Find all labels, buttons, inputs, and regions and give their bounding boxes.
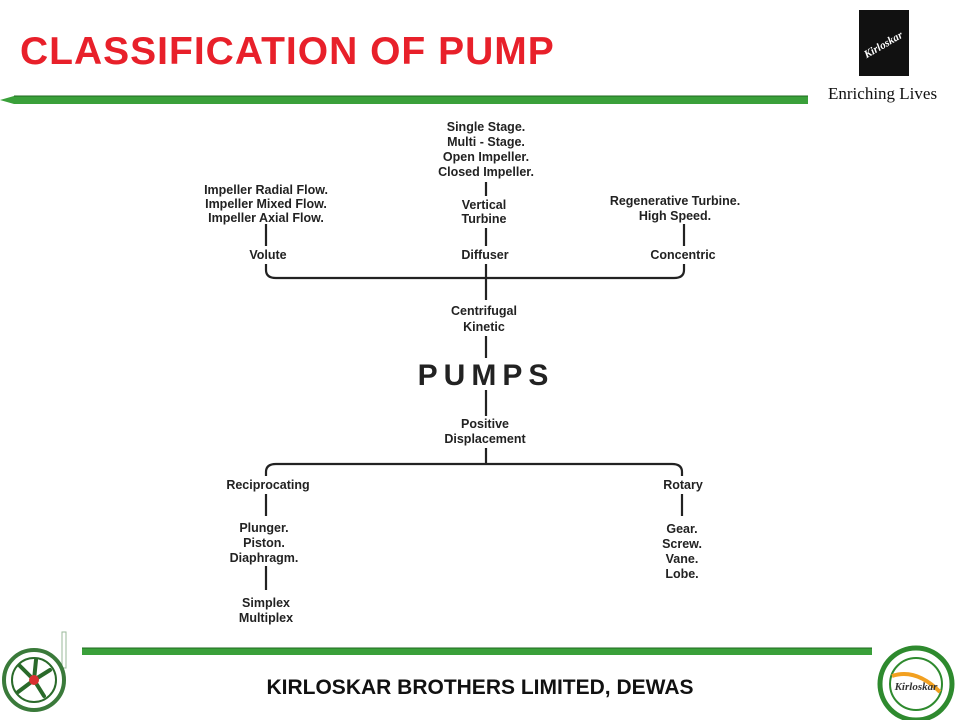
positive-label: Positive: [461, 417, 509, 431]
rotary-type-2: Screw.: [662, 537, 702, 551]
rotary-label: Rotary: [663, 478, 703, 492]
diffuser-sub-2: Turbine: [462, 212, 507, 226]
reciprocating-type-1: Plunger.: [239, 521, 288, 535]
diffuser-type-4: Closed Impeller.: [438, 165, 534, 179]
diffuser-sub-1: Vertical: [462, 198, 506, 212]
rotary-type-4: Lobe.: [665, 567, 698, 581]
pumps-root-label: PUMPS: [418, 359, 555, 392]
diffuser-label: Diffuser: [461, 248, 508, 262]
page-title: CLASSIFICATION OF PUMP: [20, 30, 555, 73]
reciprocating-sub-1: Simplex: [242, 596, 290, 610]
top-rule: [0, 95, 808, 104]
tagline: Enriching Lives: [828, 84, 938, 103]
rotary-type-1: Gear.: [666, 522, 697, 536]
pump-emblem-icon: [2, 631, 67, 712]
reciprocating-type-2: Piston.: [243, 536, 285, 550]
footer-company: KIRLOSKAR BROTHERS LIMITED, DEWAS: [266, 676, 694, 699]
rotary-type-3: Vane.: [666, 552, 699, 566]
volute-type-3: Impeller Axial Flow.: [208, 211, 324, 225]
reciprocating-sub-2: Multiplex: [239, 611, 293, 625]
diffuser-type-3: Open Impeller.: [443, 150, 529, 164]
concentric-type-2: High Speed.: [639, 209, 711, 223]
centrifugal-label: Centrifugal: [451, 304, 517, 318]
power-saving-badge-icon: Kirloskar: [877, 645, 955, 720]
volute-label: Volute: [249, 248, 286, 262]
reciprocating-label: Reciprocating: [226, 478, 309, 492]
kinetic-label: Kinetic: [463, 320, 505, 334]
bottom-rule: [82, 647, 872, 655]
volute-type-1: Impeller Radial Flow.: [204, 183, 328, 197]
kirloskar-logo: Kirloskar: [859, 10, 909, 76]
concentric-label: Concentric: [650, 248, 715, 262]
svg-text:Kirloskar: Kirloskar: [894, 681, 939, 693]
diffuser-type-1: Single Stage.: [447, 120, 526, 134]
volute-type-2: Impeller Mixed Flow.: [205, 197, 327, 211]
diffuser-type-2: Multi - Stage.: [447, 135, 525, 149]
concentric-type-1: Regenerative Turbine.: [610, 194, 740, 208]
tree-lines: [264, 182, 686, 590]
displacement-label: Displacement: [444, 432, 526, 446]
reciprocating-type-3: Diaphragm.: [230, 551, 299, 565]
